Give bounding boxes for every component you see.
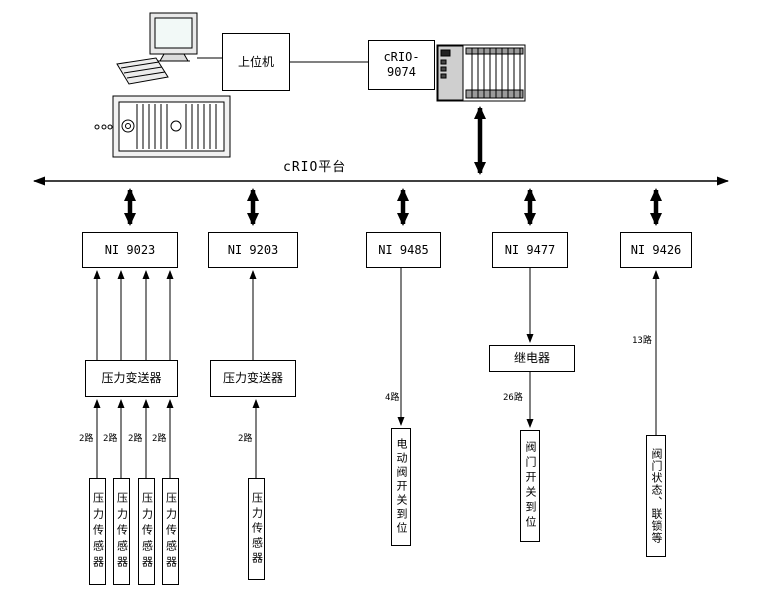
channel-label-2lu-3: 2路 (128, 434, 143, 444)
rack-server-icon (94, 95, 231, 158)
plain-connectors (197, 57, 368, 63)
bus-drop-arrows (124, 106, 662, 226)
crio-9074-label-line1: cRIO- (383, 50, 420, 64)
module-ni9426-box: NI 9426 (620, 232, 692, 268)
channel-label-2lu-mid: 2路 (238, 434, 253, 444)
channel-label-2lu-4: 2路 (152, 434, 167, 444)
desktop-computer-icon (116, 12, 198, 85)
crio-controller-icon (436, 44, 526, 102)
pressure-sensor-box-5: 压力传感器 (248, 478, 265, 580)
electric-valve-switch-box: 电动阀开关到位 (391, 428, 411, 546)
pressure-sensor-box-4: 压力传感器 (162, 478, 179, 585)
pressure-sensor-box-1: 压力传感器 (89, 478, 106, 585)
pressure-sensor-box-3: 压力传感器 (138, 478, 155, 585)
pressure-transmitter-left-box: 压力变送器 (85, 360, 178, 397)
pressure-sensor-box-2: 压力传感器 (113, 478, 130, 585)
valve-switch-in-place-box: 阀门开关到位 (520, 430, 540, 542)
bus-label: cRIO平台 (283, 160, 347, 175)
channel-label-4lu: 4路 (385, 393, 400, 403)
relay-box: 继电器 (489, 345, 575, 372)
module-ni9203-box: NI 9203 (208, 232, 298, 268)
host-computer-box: 上位机 (222, 33, 290, 91)
channel-label-13lu: 13路 (632, 336, 652, 346)
module-ni9485-box: NI 9485 (366, 232, 441, 268)
channel-label-2lu-1: 2路 (79, 434, 94, 444)
channel-label-2lu-2: 2路 (103, 434, 118, 444)
crio-9074-box: cRIO- 9074 (368, 40, 435, 90)
crio-9074-label-line2: 9074 (387, 65, 416, 79)
signal-arrows (93, 268, 660, 478)
channel-label-26lu: 26路 (503, 393, 523, 403)
module-ni9477-box: NI 9477 (492, 232, 568, 268)
valve-status-interlock-box: 阀门状态、联锁等 (646, 435, 666, 557)
pressure-transmitter-mid-box: 压力变送器 (210, 360, 296, 397)
module-ni9023-box: NI 9023 (82, 232, 178, 268)
